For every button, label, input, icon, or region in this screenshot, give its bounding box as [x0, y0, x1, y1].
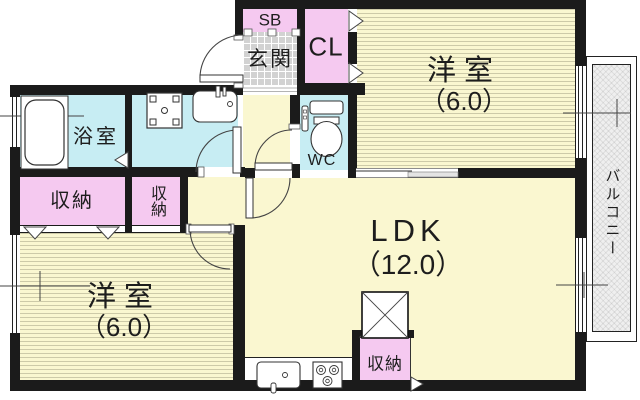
wall: [352, 330, 414, 338]
label-closet: CL: [308, 31, 344, 62]
room-washroom: [132, 95, 238, 167]
label-storage-narrow: 収納: [147, 185, 165, 217]
wall: [575, 0, 586, 391]
wall: [290, 95, 300, 128]
wall: [233, 225, 245, 391]
closet-cl: [305, 9, 348, 83]
label-ldk: LDK （12.0）: [352, 212, 464, 280]
corridor: [188, 177, 245, 225]
wall: [348, 168, 575, 178]
label-storage-wide: 収納: [50, 189, 94, 212]
label-shoe-box: SB: [258, 10, 282, 30]
label-ldk-size: （12.0）: [352, 248, 464, 280]
shoe-box: [243, 9, 297, 32]
wall: [10, 380, 586, 391]
doorway-bedroom-bottom: [188, 225, 231, 233]
room-bedroom-bottom: [20, 233, 233, 380]
label-ldk-name: LDK: [370, 212, 446, 248]
entrance-hall: [243, 95, 290, 170]
wall: [235, 0, 586, 9]
storage-left-wide: [20, 177, 125, 225]
storage-opening-wide: [20, 226, 125, 232]
doorway-ldk: [255, 168, 292, 178]
wall: [297, 83, 365, 95]
balcony-floor: [592, 64, 631, 332]
label-wc: WC: [307, 152, 337, 170]
label-bedroom-bottom-name: 洋室: [86, 281, 161, 314]
label-bedroom-bottom-size: （6.0）: [79, 312, 169, 343]
wall: [348, 32, 357, 64]
wall: [235, 9, 243, 40]
label-bathroom: 浴室: [73, 125, 119, 148]
label-balcony: バルコニー: [603, 168, 621, 258]
doorway-washroom: [203, 167, 240, 177]
wall: [352, 330, 360, 391]
label-bedroom-bottom: 洋室 （6.0）: [80, 281, 168, 343]
label-bedroom-top: 洋室 （6.0）: [420, 55, 508, 117]
wall: [10, 85, 243, 95]
label-genkan: 玄関: [247, 48, 293, 72]
storage-opening-narrow: [132, 226, 180, 232]
label-bedroom-top-size: （6.0）: [419, 86, 509, 117]
wall: [180, 167, 188, 233]
wall: [125, 95, 132, 167]
room-bedroom-top: [357, 9, 575, 168]
wall: [10, 85, 20, 391]
label-bedroom-top-name: 洋室: [426, 55, 501, 88]
wall: [245, 168, 255, 178]
storage-kitchen: [360, 338, 411, 388]
label-storage-kitchen: 収納: [367, 354, 403, 374]
wall: [125, 167, 132, 233]
storage-left-narrow: [132, 177, 180, 225]
wall: [297, 9, 305, 88]
wall: [348, 95, 357, 178]
genkan-step: [243, 86, 297, 95]
wall: [292, 168, 300, 178]
room-genkan: [243, 32, 297, 86]
